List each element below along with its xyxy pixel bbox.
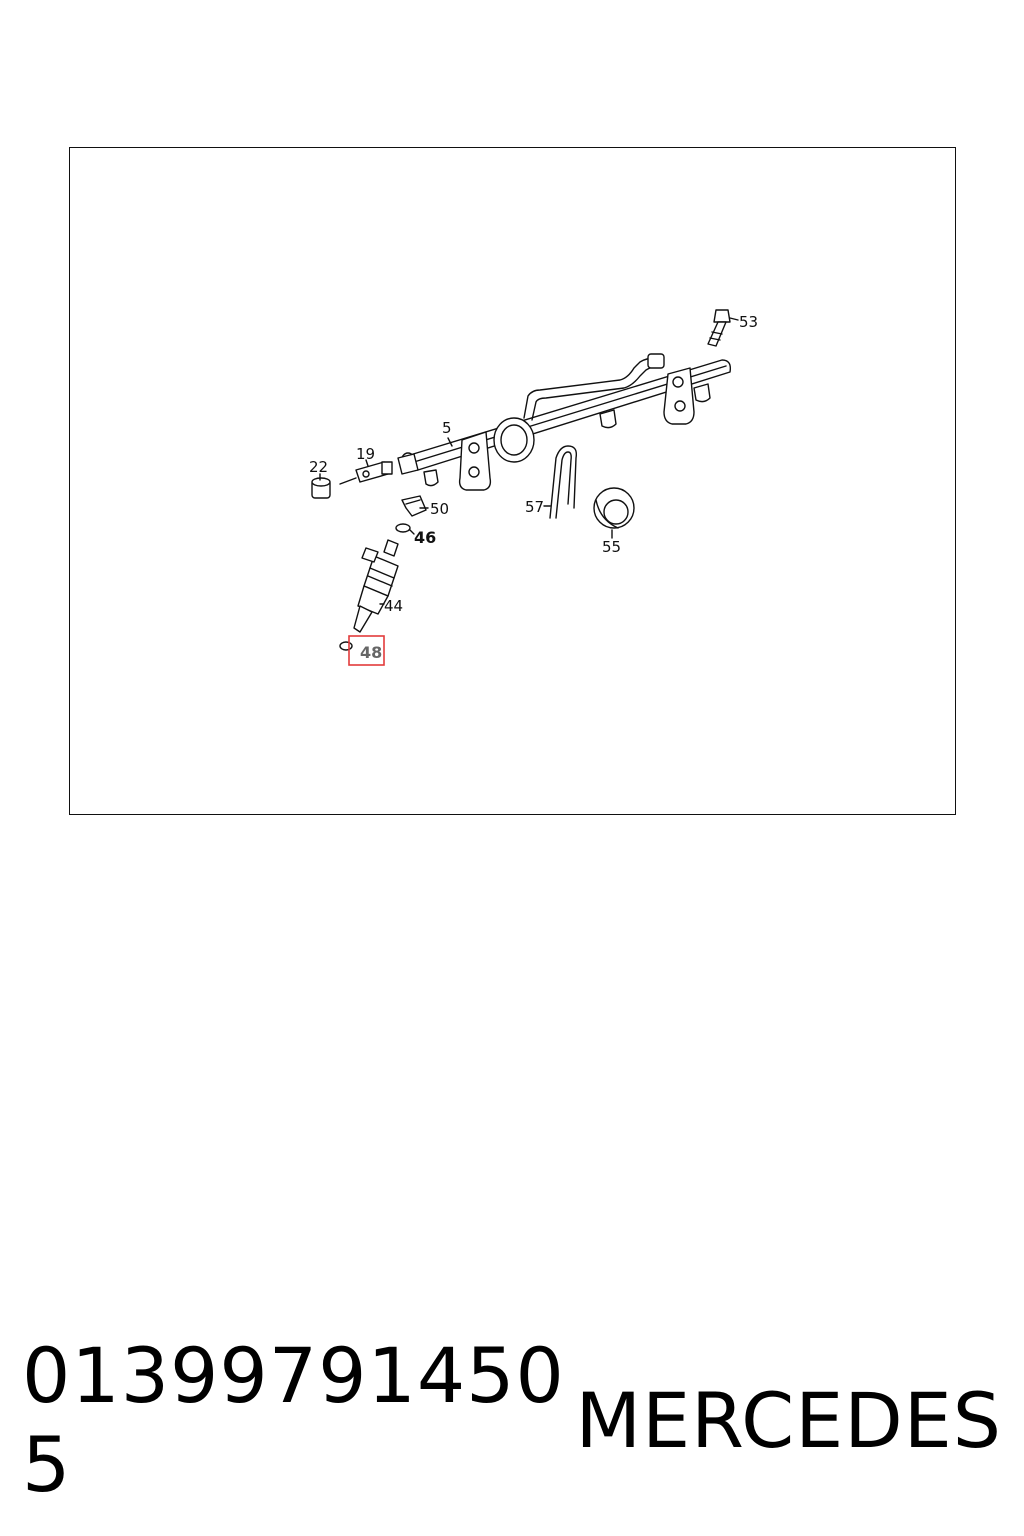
caption-bar: 01399791450​5 MERCEDES <box>0 1331 1024 1509</box>
diagram-frame <box>69 147 956 815</box>
callout-19: 19 <box>356 445 375 463</box>
callout-53: 53 <box>739 313 758 331</box>
cap-22 <box>311 477 331 499</box>
fuel-rail-diagram: 53 5 19 22 50 46 57 55 44 48 <box>309 309 758 666</box>
oring-46 <box>395 523 411 533</box>
brand-name: MERCEDES <box>575 1375 1002 1465</box>
cap-55 <box>593 487 635 529</box>
injector-44 <box>353 539 399 633</box>
part-number: 01399791450​5 <box>22 1331 565 1509</box>
callout-55: 55 <box>602 538 621 556</box>
bolt-53 <box>707 309 731 347</box>
fuel-rail <box>397 353 732 491</box>
hairpin-clip-57 <box>549 445 578 519</box>
highlight-box-48 <box>348 635 385 666</box>
callout-44: 44 <box>384 597 403 615</box>
clip-50 <box>401 495 427 517</box>
callout-50: 50 <box>430 500 449 518</box>
callout-22: 22 <box>309 458 328 476</box>
leader-lines <box>319 317 739 605</box>
callout-48: 48 <box>360 643 382 662</box>
callout-57: 57 <box>525 498 544 516</box>
callout-5: 5 <box>442 419 452 437</box>
oring-48 <box>339 641 353 651</box>
callout-46: 46 <box>414 528 436 547</box>
valve-19 <box>339 461 393 485</box>
